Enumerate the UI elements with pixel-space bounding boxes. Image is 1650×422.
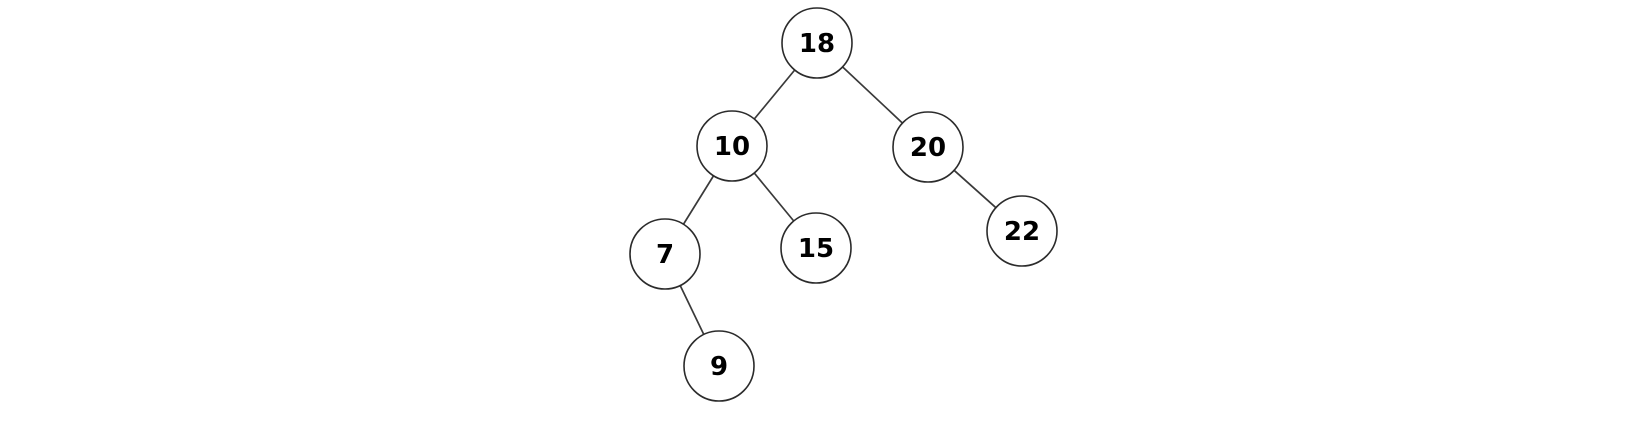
tree-node-20[interactable]: 20 <box>892 111 964 183</box>
tree-nodes-group: 18 10 20 7 15 22 9 <box>629 7 1058 402</box>
node-label-22: 22 <box>1004 217 1040 247</box>
tree-edge-10-15 <box>753 172 795 222</box>
node-circle-22 <box>986 195 1058 267</box>
tree-edge-20-22 <box>953 169 997 209</box>
tree-edge-18-10 <box>753 69 796 120</box>
node-circle-9 <box>683 330 755 402</box>
tree-node-18[interactable]: 18 <box>781 7 853 79</box>
tree-node-22[interactable]: 22 <box>986 195 1058 267</box>
tree-edge-18-20 <box>841 66 904 124</box>
node-label-7: 7 <box>656 240 674 270</box>
node-label-9: 9 <box>710 352 728 382</box>
node-label-10: 10 <box>714 132 750 162</box>
tree-node-7[interactable]: 7 <box>629 218 701 290</box>
node-label-20: 20 <box>910 133 946 163</box>
node-label-15: 15 <box>798 234 834 264</box>
node-circle-7 <box>629 218 701 290</box>
node-circle-10 <box>696 110 768 182</box>
tree-edge-7-9 <box>679 284 705 336</box>
node-label-18: 18 <box>799 29 835 59</box>
tree-edges-group <box>679 66 997 336</box>
tree-node-15[interactable]: 15 <box>780 212 852 284</box>
node-circle-18 <box>781 7 853 79</box>
node-circle-20 <box>892 111 964 183</box>
tree-node-9[interactable]: 9 <box>683 330 755 402</box>
tree-node-10[interactable]: 10 <box>696 110 768 182</box>
tree-edge-10-7 <box>682 174 715 226</box>
node-circle-15 <box>780 212 852 284</box>
